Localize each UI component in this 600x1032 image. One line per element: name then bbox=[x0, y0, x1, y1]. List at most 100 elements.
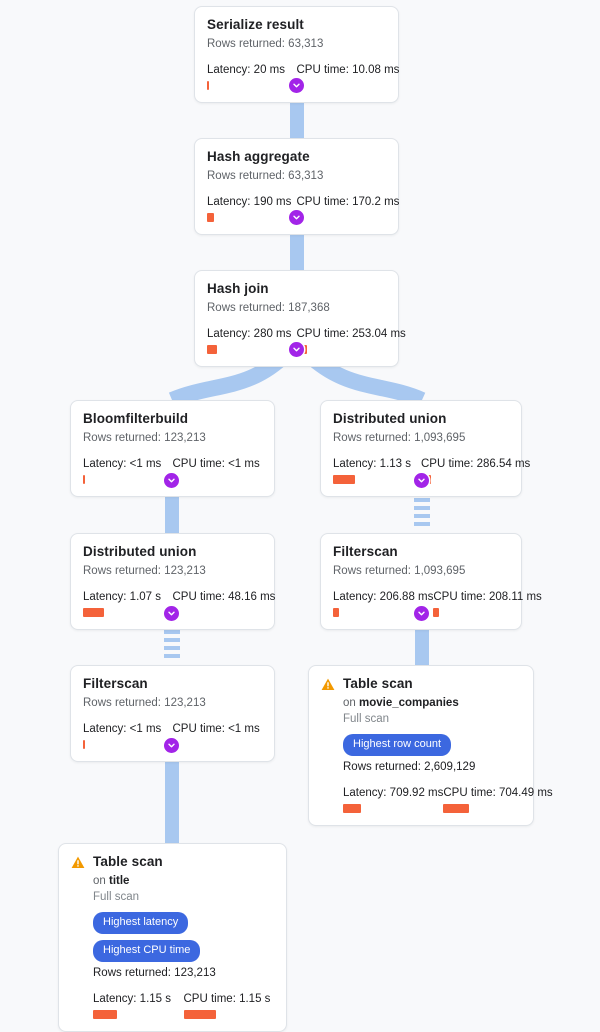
node-badges: Highest latency Highest CPU time bbox=[93, 911, 274, 962]
cpu-label: CPU time: <1 ms bbox=[172, 458, 260, 471]
node-metrics: Latency: 206.88 ms CPU time: 208.11 ms bbox=[333, 590, 542, 618]
node-metrics: Latency: 709.92 ms CPU time: 704.49 ms bbox=[321, 786, 553, 814]
cpu-label: CPU time: 1.15 s bbox=[183, 993, 271, 1006]
node-title: Table scan bbox=[93, 854, 163, 869]
latency-bar bbox=[207, 81, 209, 91]
latency-label: Latency: <1 ms bbox=[83, 723, 162, 736]
latency-bar bbox=[93, 1010, 117, 1020]
node-rows-returned: Rows returned: 123,213 bbox=[83, 564, 206, 577]
latency-bar bbox=[207, 213, 214, 223]
expander-filterscan-right[interactable] bbox=[414, 606, 429, 621]
plan-node-bloomfilterbuild[interactable]: Bloomfilterbuild Rows returned: 123,213 … bbox=[70, 400, 275, 498]
node-header: Serialize result bbox=[207, 17, 386, 34]
latency-bar bbox=[343, 804, 361, 814]
expander-serialize-result[interactable] bbox=[289, 78, 304, 93]
node-header: Hash join bbox=[207, 281, 386, 298]
cpu-metric: CPU time: 704.49 ms bbox=[443, 786, 553, 814]
latency-metric: Latency: 280 ms bbox=[207, 327, 297, 355]
warning-icon bbox=[71, 856, 85, 869]
plan-node-table-scan-title[interactable]: Table scan on title Full scan Highest la… bbox=[58, 843, 287, 1032]
expander-bloomfilterbuild[interactable] bbox=[164, 473, 179, 488]
on-prefix-label: on bbox=[93, 874, 109, 887]
table-name-value: title bbox=[109, 874, 130, 887]
latency-label: Latency: 1.15 s bbox=[93, 993, 171, 1006]
node-header: Bloomfilterbuild bbox=[83, 411, 262, 428]
node-metrics: Latency: 1.07 s CPU time: 48.16 ms bbox=[83, 590, 275, 618]
node-header: Filterscan bbox=[333, 544, 509, 561]
node-title: Serialize result bbox=[207, 17, 304, 32]
node-metrics: Latency: <1 ms CPU time: <1 ms bbox=[83, 457, 263, 485]
chevron-down-icon bbox=[168, 611, 175, 616]
node-rows-returned: Rows returned: 63,313 bbox=[207, 37, 324, 50]
cpu-label: CPU time: 286.54 ms bbox=[421, 458, 531, 471]
plan-node-distributed-union-left[interactable]: Distributed union Rows returned: 123,213… bbox=[70, 533, 275, 631]
latency-metric: Latency: <1 ms bbox=[83, 722, 173, 750]
node-title: Filterscan bbox=[333, 544, 398, 559]
chevron-down-icon bbox=[293, 215, 300, 220]
chevron-down-icon bbox=[293, 347, 300, 352]
chevron-down-icon bbox=[168, 478, 175, 483]
node-rows-returned: Rows returned: 63,313 bbox=[207, 169, 324, 182]
node-body: on title Full scan Highest latency Highe… bbox=[71, 874, 274, 982]
node-header: Hash aggregate bbox=[207, 149, 386, 166]
node-header: Distributed union bbox=[333, 411, 509, 428]
cpu-label: CPU time: 208.11 ms bbox=[433, 591, 542, 604]
node-title: Distributed union bbox=[83, 544, 197, 559]
cpu-metric: CPU time: 286.54 ms bbox=[421, 457, 531, 485]
node-metrics: Latency: <1 ms CPU time: <1 ms bbox=[83, 722, 263, 750]
cpu-label: CPU time: 10.08 ms bbox=[296, 64, 400, 77]
node-rows-returned: Rows returned: 187,368 bbox=[207, 301, 330, 314]
expander-hash-aggregate[interactable] bbox=[289, 210, 304, 225]
on-prefix-label: on bbox=[343, 696, 359, 709]
badge-highest-latency[interactable]: Highest latency bbox=[93, 911, 189, 934]
node-header: Filterscan bbox=[83, 676, 262, 693]
latency-bar bbox=[333, 608, 339, 618]
latency-bar bbox=[83, 740, 85, 750]
node-title: Hash aggregate bbox=[207, 149, 310, 164]
node-metrics: Latency: 1.15 s CPU time: 1.15 s bbox=[71, 992, 274, 1020]
latency-label: Latency: <1 ms bbox=[83, 458, 162, 471]
node-rows-returned: Rows returned: 2,609,129 bbox=[343, 760, 476, 773]
latency-metric: Latency: 1.15 s bbox=[93, 992, 184, 1020]
cpu-metric: CPU time: 170.2 ms bbox=[296, 195, 399, 223]
node-badges: Highest row count bbox=[343, 733, 521, 756]
expander-distributed-union-right[interactable] bbox=[414, 473, 429, 488]
cpu-label: CPU time: 48.16 ms bbox=[172, 591, 276, 604]
chevron-down-icon bbox=[293, 83, 300, 88]
latency-metric: Latency: 1.13 s bbox=[333, 457, 421, 485]
latency-label: Latency: 20 ms bbox=[207, 64, 285, 77]
latency-label: Latency: 1.07 s bbox=[83, 591, 161, 604]
node-title: Table scan bbox=[343, 676, 413, 691]
latency-metric: Latency: 1.07 s bbox=[83, 590, 173, 618]
expander-distributed-union-left[interactable] bbox=[164, 606, 179, 621]
chevron-down-icon bbox=[168, 743, 175, 748]
cpu-label: CPU time: 704.49 ms bbox=[443, 787, 553, 800]
badge-highest-cpu-time[interactable]: Highest CPU time bbox=[93, 939, 201, 962]
node-scan-type: Full scan bbox=[93, 891, 140, 904]
plan-node-table-scan-movie-companies[interactable]: Table scan on movie_companies Full scan … bbox=[308, 665, 553, 827]
node-table-name: on title bbox=[93, 874, 274, 890]
cpu-metric: CPU time: 10.08 ms bbox=[296, 63, 400, 91]
cpu-metric: CPU time: 208.11 ms bbox=[433, 590, 542, 618]
cpu-metric: CPU time: <1 ms bbox=[172, 457, 263, 485]
expander-filterscan-left[interactable] bbox=[164, 738, 179, 753]
latency-label: Latency: 709.92 ms bbox=[343, 787, 444, 800]
node-body: on movie_companies Full scan Highest row… bbox=[321, 696, 521, 776]
node-rows-returned: Rows returned: 1,093,695 bbox=[333, 431, 466, 444]
latency-label: Latency: 1.13 s bbox=[333, 458, 411, 471]
cpu-bar bbox=[443, 804, 470, 814]
expander-hash-join[interactable] bbox=[289, 342, 304, 357]
latency-metric: Latency: <1 ms bbox=[83, 457, 173, 485]
latency-metric: Latency: 190 ms bbox=[207, 195, 297, 223]
cpu-label: CPU time: 253.04 ms bbox=[296, 328, 406, 341]
cpu-bar bbox=[433, 608, 440, 618]
latency-label: Latency: 206.88 ms bbox=[333, 591, 434, 604]
badge-highest-row-count[interactable]: Highest row count bbox=[343, 733, 452, 756]
cpu-metric: CPU time: <1 ms bbox=[172, 722, 263, 750]
node-title: Distributed union bbox=[333, 411, 447, 426]
latency-metric: Latency: 206.88 ms bbox=[333, 590, 434, 618]
plan-node-filterscan-left[interactable]: Filterscan Rows returned: 123,213 Latenc… bbox=[70, 665, 275, 763]
table-name-value: movie_companies bbox=[359, 696, 459, 709]
cpu-metric: CPU time: 48.16 ms bbox=[172, 590, 276, 618]
latency-bar bbox=[333, 475, 355, 485]
